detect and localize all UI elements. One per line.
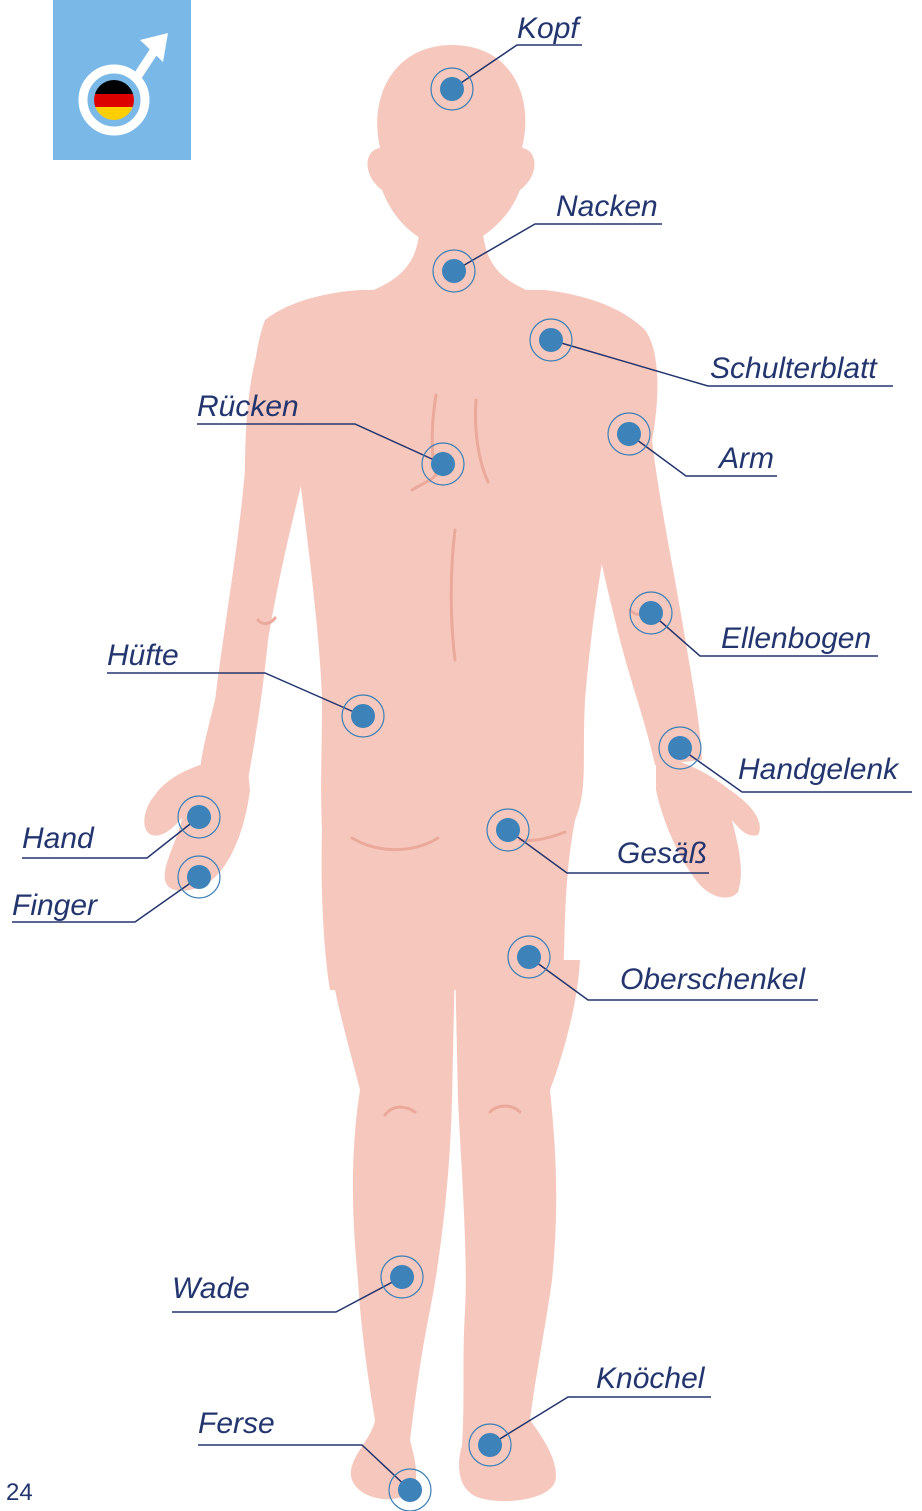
- label-ellenbogen: Ellenbogen: [721, 622, 871, 655]
- marker-dot: [351, 704, 375, 728]
- marker-dot: [496, 818, 520, 842]
- marker-dot: [517, 945, 541, 969]
- marker-dot: [442, 259, 466, 283]
- label-schulterblatt: Schulterblatt: [710, 352, 878, 385]
- label-ferse: Ferse: [198, 1407, 275, 1440]
- marker-dot: [668, 736, 692, 760]
- marker-dot: [639, 601, 663, 625]
- label-handgelenk: Handgelenk: [738, 753, 900, 786]
- label-oberschenkel: Oberschenkel: [620, 963, 806, 996]
- marker-dot: [187, 865, 211, 889]
- marker-dot: [187, 805, 211, 829]
- marker-dot: [617, 422, 641, 446]
- label-nacken: Nacken: [556, 190, 658, 223]
- label-arm: Arm: [717, 442, 774, 475]
- label-gesaess: Gesäß: [617, 837, 707, 870]
- label-hand: Hand: [22, 822, 95, 855]
- marker-dot: [539, 328, 563, 352]
- page-number: 24: [6, 1479, 33, 1506]
- marker-dot: [398, 1478, 422, 1502]
- label-finger: Finger: [12, 889, 98, 922]
- label-huefte: Hüfte: [107, 639, 179, 672]
- label-knoechel: Knöchel: [596, 1362, 706, 1395]
- marker-dot: [440, 77, 464, 101]
- label-kopf: Kopf: [517, 12, 581, 45]
- marker-dot: [431, 452, 455, 476]
- label-wade: Wade: [172, 1272, 250, 1305]
- badge-background: [53, 0, 191, 160]
- marker-dot: [390, 1265, 414, 1289]
- label-ruecken: Rücken: [197, 390, 299, 423]
- gender-badge: [53, 0, 191, 160]
- marker-dot: [478, 1433, 502, 1457]
